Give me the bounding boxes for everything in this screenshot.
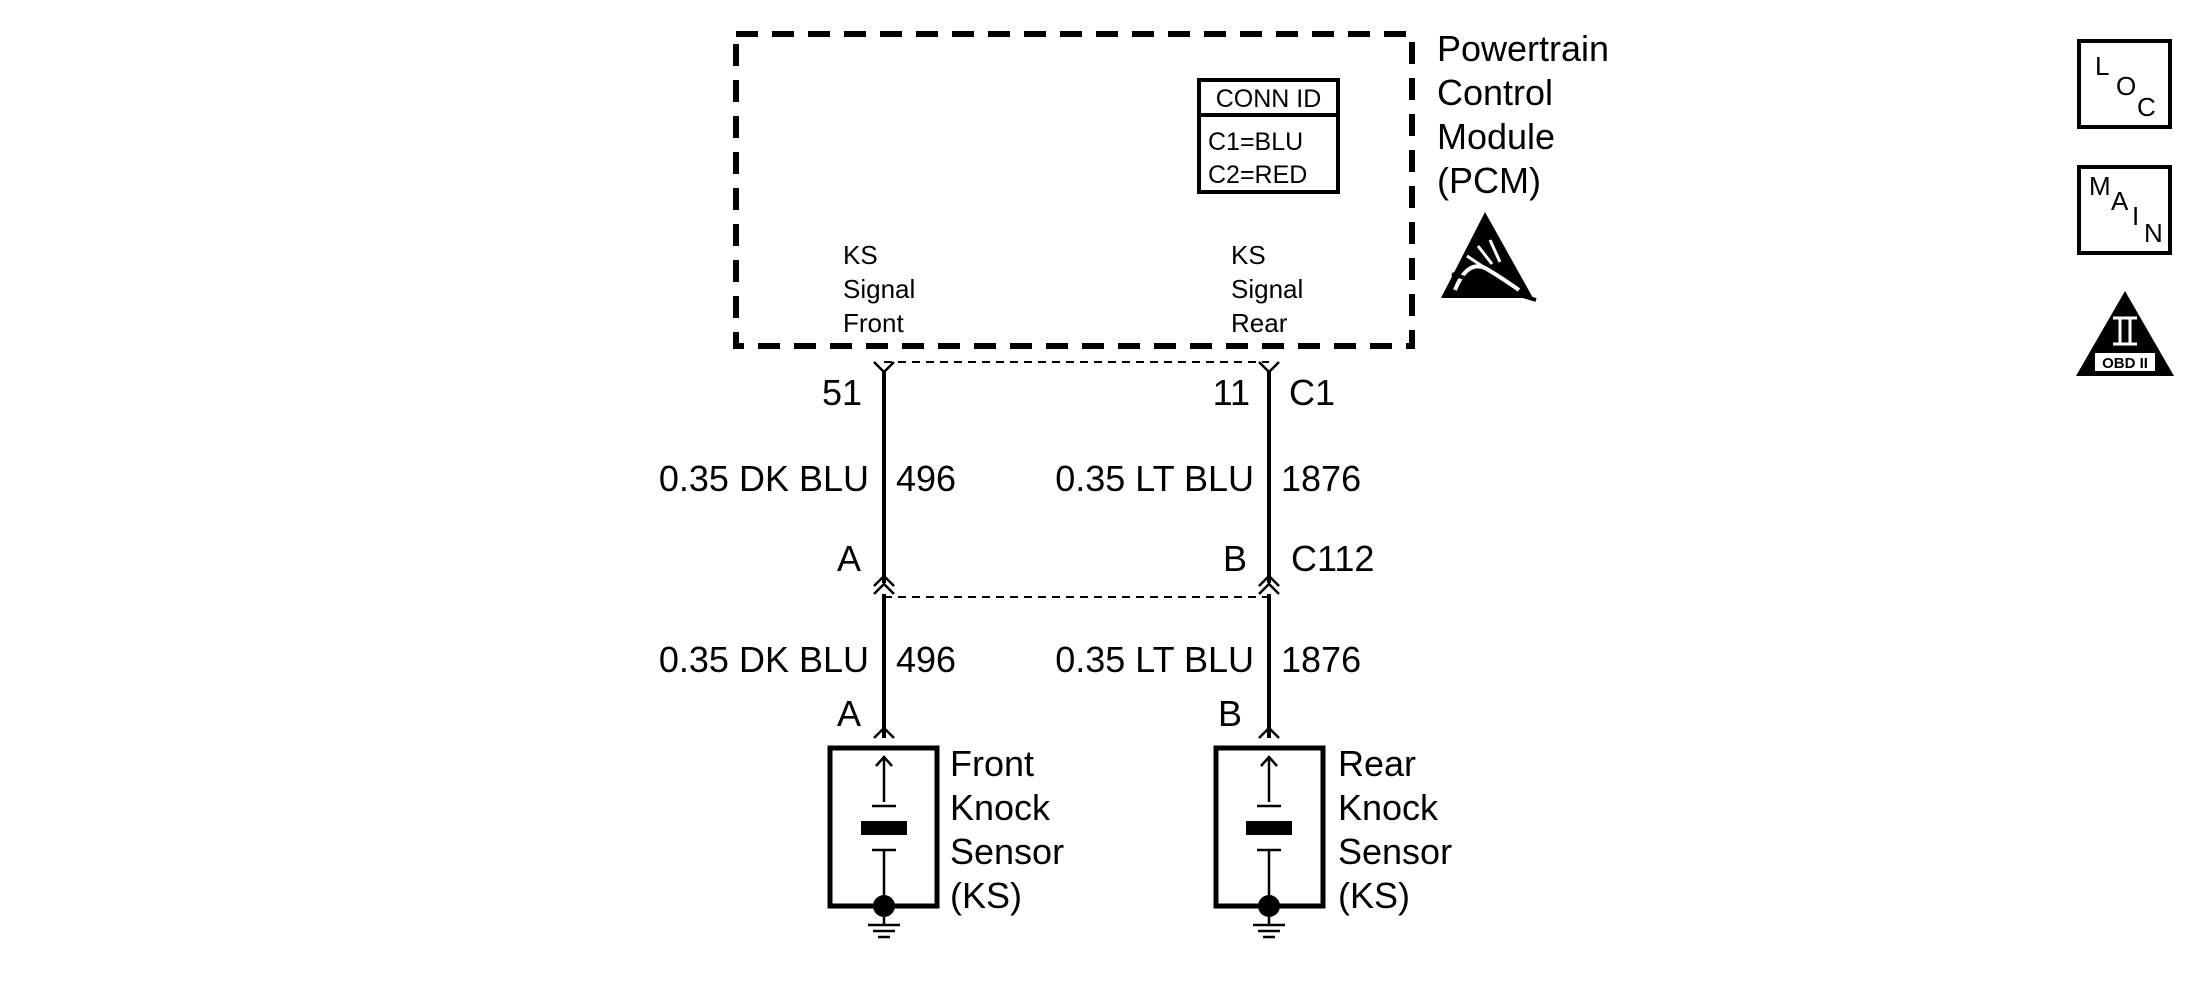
obd-ii-icon[interactable]: OBD II <box>2076 291 2174 376</box>
front-sensor-line-3: Sensor <box>950 831 1064 872</box>
pcm-boundary <box>733 31 1415 349</box>
pcm-title: Powertrain Control Module (PCM) <box>1437 28 1609 201</box>
c112-rear-terminal-bottom <box>1258 582 1280 595</box>
main-letter-m: M <box>2089 171 2111 201</box>
pcm-pin-front-line-3: Front <box>843 308 904 338</box>
ground-icon <box>868 917 900 939</box>
rear-sensor-name: Rear Knock Sensor (KS) <box>1338 743 1452 916</box>
wire-front-upper-label: 0.35 DK BLU <box>659 458 869 499</box>
loc-letter-o: O <box>2116 71 2136 101</box>
wire-rear-upper-label: 0.35 LT BLU <box>1055 458 1254 499</box>
rear-sensor-line-4: (KS) <box>1338 875 1410 916</box>
pcm-title-line-2: Control <box>1437 72 1553 113</box>
conn-id-row-2: C2=RED <box>1208 161 1307 189</box>
c112-front-terminal-bottom <box>873 582 895 595</box>
rear-sensor-line-1: Rear <box>1338 743 1416 784</box>
loc-letter-c: C <box>2137 92 2156 122</box>
c1-pin-rear: 11 <box>1213 372 1250 413</box>
wire-front-lower-circuit: 496 <box>896 639 956 680</box>
wire-front-lower-label: 0.35 DK BLU <box>659 639 869 680</box>
rear-sensor-line-3: Sensor <box>1338 831 1452 872</box>
conn-id-box: CONN ID C1=BLU C2=RED <box>1197 78 1340 194</box>
loc-letter-l: L <box>2095 51 2109 81</box>
pcm-title-line-4: (PCM) <box>1437 160 1541 201</box>
front-knock-sensor <box>827 745 940 917</box>
wire-rear-lower-label: 0.35 LT BLU <box>1055 639 1254 680</box>
pcm-pin-rear-line-2: Signal <box>1231 274 1303 304</box>
pcm-pin-rear-line-3: Rear <box>1231 308 1288 338</box>
front-sensor-name: Front Knock Sensor (KS) <box>950 743 1064 916</box>
pcm-title-line-3: Module <box>1437 116 1555 157</box>
c112-connector-name: C112 <box>1291 538 1374 579</box>
c1-connector-name: C1 <box>1289 372 1335 413</box>
main-letter-i: I <box>2132 201 2139 231</box>
front-sensor-line-4: (KS) <box>950 875 1022 916</box>
wire-rear-upper-circuit: 1876 <box>1281 458 1361 499</box>
front-sensor-terminal <box>873 726 895 739</box>
obd-ii-label: OBD II <box>2102 355 2148 372</box>
pcm-pin-front-line-2: Signal <box>843 274 915 304</box>
c112-pin-rear: B <box>1223 538 1247 579</box>
pcm-pin-front-line-1: KS <box>843 240 878 270</box>
conn-id-header: CONN ID <box>1216 85 1322 113</box>
main-letter-a: A <box>2111 186 2129 216</box>
pcm-pin-rear-label: KS Signal Rear <box>1231 240 1303 338</box>
conn-id-row-1: C1=BLU <box>1208 128 1303 156</box>
c112-pin-front: A <box>837 538 861 579</box>
pcm-title-line-1: Powertrain <box>1437 28 1609 69</box>
main-icon[interactable]: M A I N <box>2077 165 2172 255</box>
esd-sensitive-icon <box>1441 212 1537 302</box>
front-sensor-line-1: Front <box>950 743 1034 784</box>
front-sensor-line-2: Knock <box>950 787 1051 828</box>
c1-pin-front: 51 <box>822 372 862 413</box>
ground-icon <box>1253 917 1285 939</box>
wire-front-upper-circuit: 496 <box>896 458 956 499</box>
c112-rear-terminal-top <box>1258 574 1280 587</box>
pcm-pin-front-label: KS Signal Front <box>843 240 915 338</box>
rear-sensor-terminal <box>1258 726 1280 739</box>
c112-front-terminal-top <box>873 574 895 587</box>
front-sensor-pin: A <box>837 693 861 734</box>
wire-rear-lower-circuit: 1876 <box>1281 639 1361 680</box>
rear-sensor-line-2: Knock <box>1338 787 1439 828</box>
location-icon[interactable]: L O C <box>2077 39 2172 129</box>
rear-knock-sensor <box>1213 745 1326 917</box>
pcm-pin-rear-line-1: KS <box>1231 240 1266 270</box>
main-letter-n: N <box>2144 218 2163 248</box>
rear-sensor-pin: B <box>1218 693 1242 734</box>
